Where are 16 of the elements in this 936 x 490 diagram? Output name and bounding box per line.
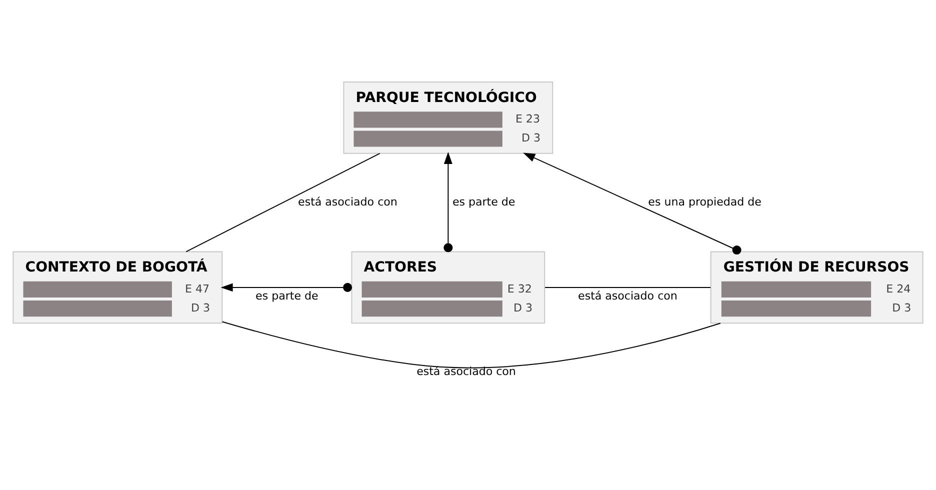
edge-label: está asociado con	[578, 289, 678, 302]
connector	[545, 286, 711, 288]
connector	[222, 321, 721, 368]
arrow	[444, 152, 453, 252]
connector	[186, 152, 380, 252]
edge-label: está asociado con	[298, 195, 398, 208]
edge-label: es parte de	[256, 289, 318, 302]
node-box: ACTORES E 32 D 3	[351, 251, 546, 324]
node-box: CONTEXTO DE BOGOTÁ E 47 D 3	[12, 251, 223, 324]
edge-label: está asociado con	[416, 365, 516, 378]
edge-label: es una propiedad de	[648, 195, 762, 208]
edge-label: es parte de	[452, 195, 516, 208]
node-box: GESTIÓN DE RECURSOS E 24 D 3	[710, 251, 924, 324]
arrow	[220, 282, 352, 292]
arrow	[523, 152, 742, 255]
node-box: PARQUE TECNOLÓGICO E 23 D 3	[343, 82, 554, 154]
